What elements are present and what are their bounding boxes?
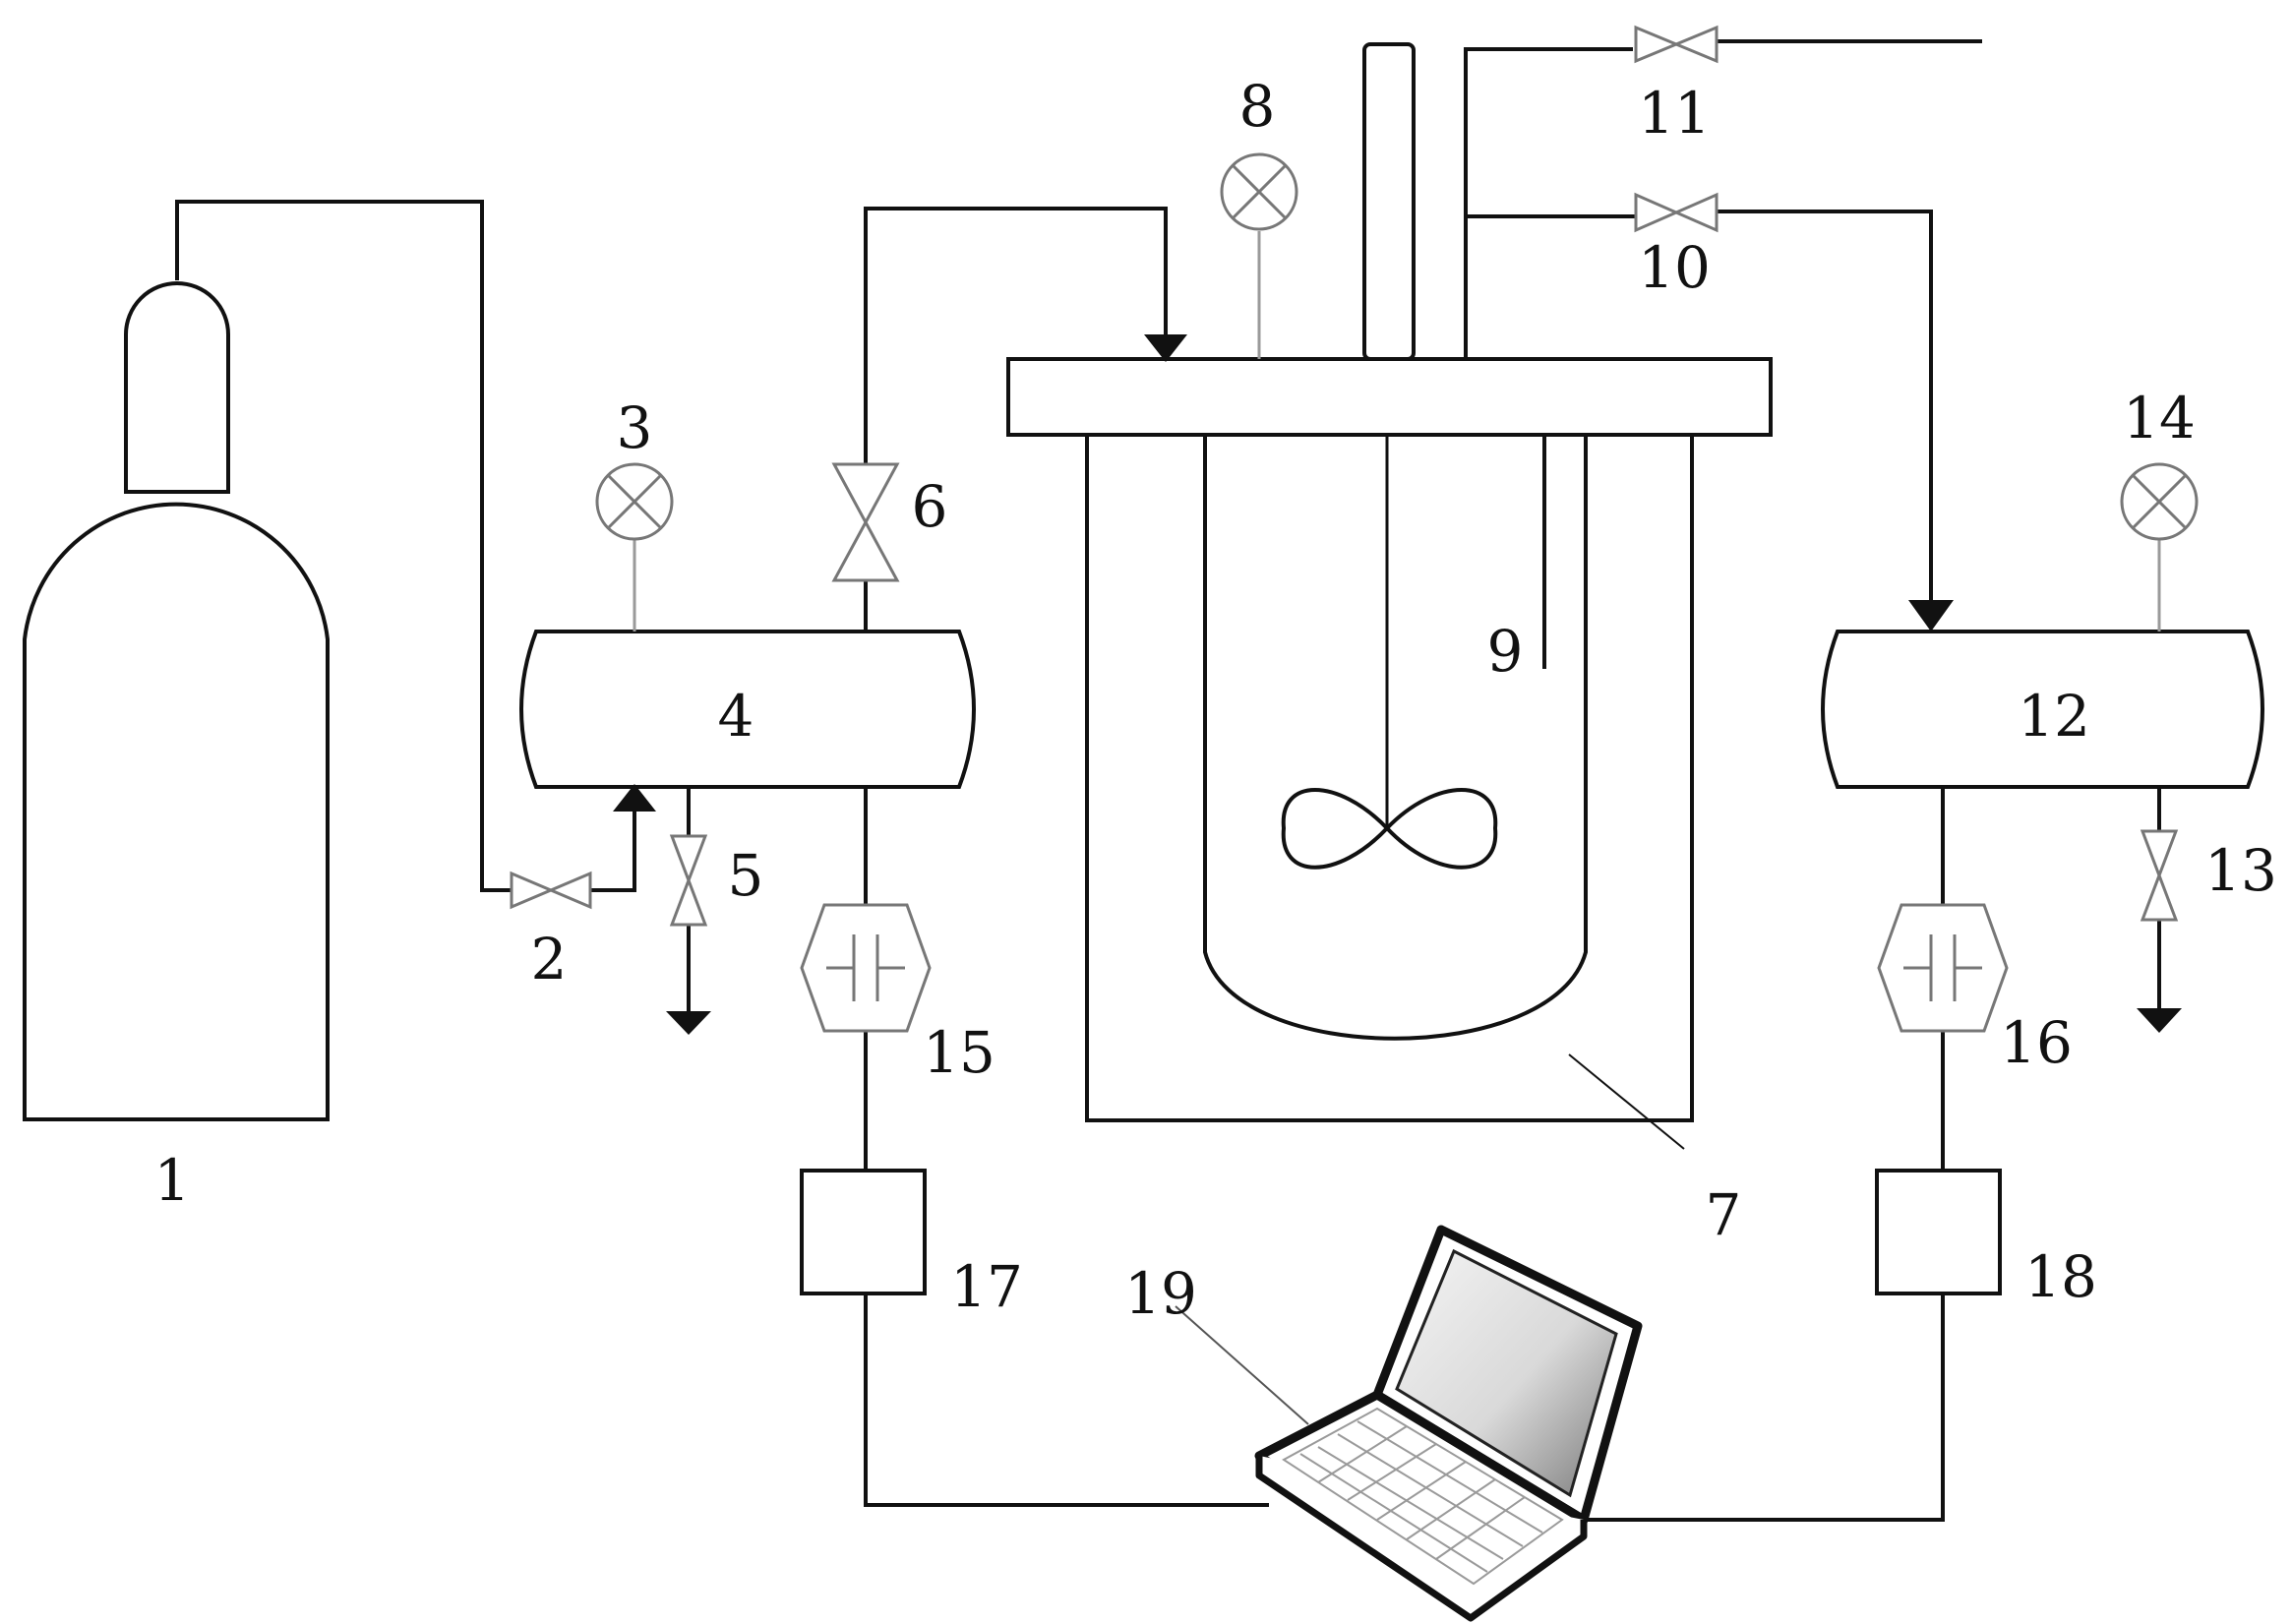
gate-valve-icon bbox=[2140, 829, 2179, 922]
label-transducer-left: 17 bbox=[950, 1253, 1023, 1320]
label-filter-right: 16 bbox=[2000, 1009, 2073, 1076]
gate-valve-icon bbox=[1634, 192, 1719, 233]
reactor-lid bbox=[1006, 357, 1773, 437]
flow-arrow-icon bbox=[1144, 334, 1187, 362]
flow-arrow-icon bbox=[2137, 1008, 2182, 1033]
laptop-icon bbox=[1175, 1225, 1643, 1622]
gate-valve-icon bbox=[669, 834, 708, 927]
label-tank-left: 4 bbox=[718, 683, 754, 750]
pipe-reactor-outlet bbox=[1464, 47, 1633, 359]
flow-arrow-icon bbox=[613, 784, 656, 812]
label-inlet-valve: 2 bbox=[531, 926, 568, 992]
label-computer: 19 bbox=[1124, 1260, 1197, 1327]
pipe-cylinder-to-tank bbox=[175, 200, 512, 892]
gauges bbox=[595, 152, 2199, 632]
label-feed-valve: 6 bbox=[912, 473, 948, 540]
filter-icon bbox=[1877, 903, 2009, 1033]
laptop-screen bbox=[1395, 1248, 1618, 1498]
tank-right bbox=[1821, 630, 2264, 789]
gate-valve-icon bbox=[510, 871, 592, 910]
reactor-leader-line bbox=[1568, 1053, 1685, 1150]
pipe-valve2-to-tank bbox=[590, 807, 636, 892]
laptop-leader-line bbox=[1175, 1305, 1309, 1425]
transducers bbox=[800, 1169, 2002, 1295]
valves bbox=[510, 25, 2179, 927]
label-gauge-right: 14 bbox=[2123, 385, 2196, 451]
piping bbox=[175, 39, 2161, 1522]
pipe-valve10-to-tank12 bbox=[1717, 210, 1933, 620]
label-gauge-reactor: 8 bbox=[1239, 73, 1276, 140]
cylinder-cap bbox=[124, 281, 230, 494]
label-drain-valve-right: 13 bbox=[2204, 837, 2277, 904]
label-tank-right: 12 bbox=[2018, 683, 2090, 750]
label-reactor: 7 bbox=[1706, 1181, 1742, 1248]
flow-arrow-icon bbox=[1908, 600, 1954, 632]
stirrer-motor bbox=[1362, 42, 1416, 361]
label-thermocouple: 9 bbox=[1487, 618, 1524, 685]
label-valve-to-right-tank: 10 bbox=[1638, 234, 1711, 301]
label-gauge-left: 3 bbox=[617, 394, 653, 461]
transducer-left bbox=[800, 1169, 927, 1295]
pressure-gauge-icon bbox=[2120, 462, 2199, 632]
filters bbox=[800, 903, 2009, 1033]
wire-18-to-laptop bbox=[1574, 1293, 1945, 1522]
label-gas-cylinder: 1 bbox=[154, 1147, 191, 1214]
label-filter-left: 15 bbox=[923, 1019, 995, 1086]
labels: 1 2 3 4 5 6 7 8 9 10 11 12 13 14 15 16 1… bbox=[154, 73, 2277, 1327]
laptop-keyboard bbox=[1282, 1407, 1564, 1586]
pressure-gauge-icon bbox=[595, 462, 674, 632]
wire-17-to-laptop bbox=[864, 1293, 1269, 1507]
tank-left bbox=[519, 630, 976, 789]
gas-cylinder bbox=[23, 281, 330, 1121]
cylinder-body bbox=[23, 502, 330, 1121]
arrows bbox=[613, 334, 2182, 1035]
flow-arrow-icon bbox=[666, 1011, 711, 1035]
filter-icon bbox=[800, 903, 932, 1033]
reactor-vessel bbox=[1203, 435, 1588, 1041]
label-transducer-right: 18 bbox=[2024, 1243, 2097, 1310]
pressure-gauge-icon bbox=[1220, 152, 1298, 359]
reactor bbox=[1006, 42, 1773, 1150]
pipe-feed-to-reactor bbox=[864, 207, 1168, 464]
label-vent-valve: 11 bbox=[1638, 80, 1711, 147]
gate-valve-icon bbox=[831, 462, 900, 582]
gate-valve-icon bbox=[1634, 25, 1719, 64]
transducer-right bbox=[1875, 1169, 2002, 1295]
reactor-jacket bbox=[1085, 433, 1694, 1122]
label-drain-valve-left: 5 bbox=[728, 842, 764, 909]
stirrer-impeller bbox=[1281, 788, 1498, 870]
